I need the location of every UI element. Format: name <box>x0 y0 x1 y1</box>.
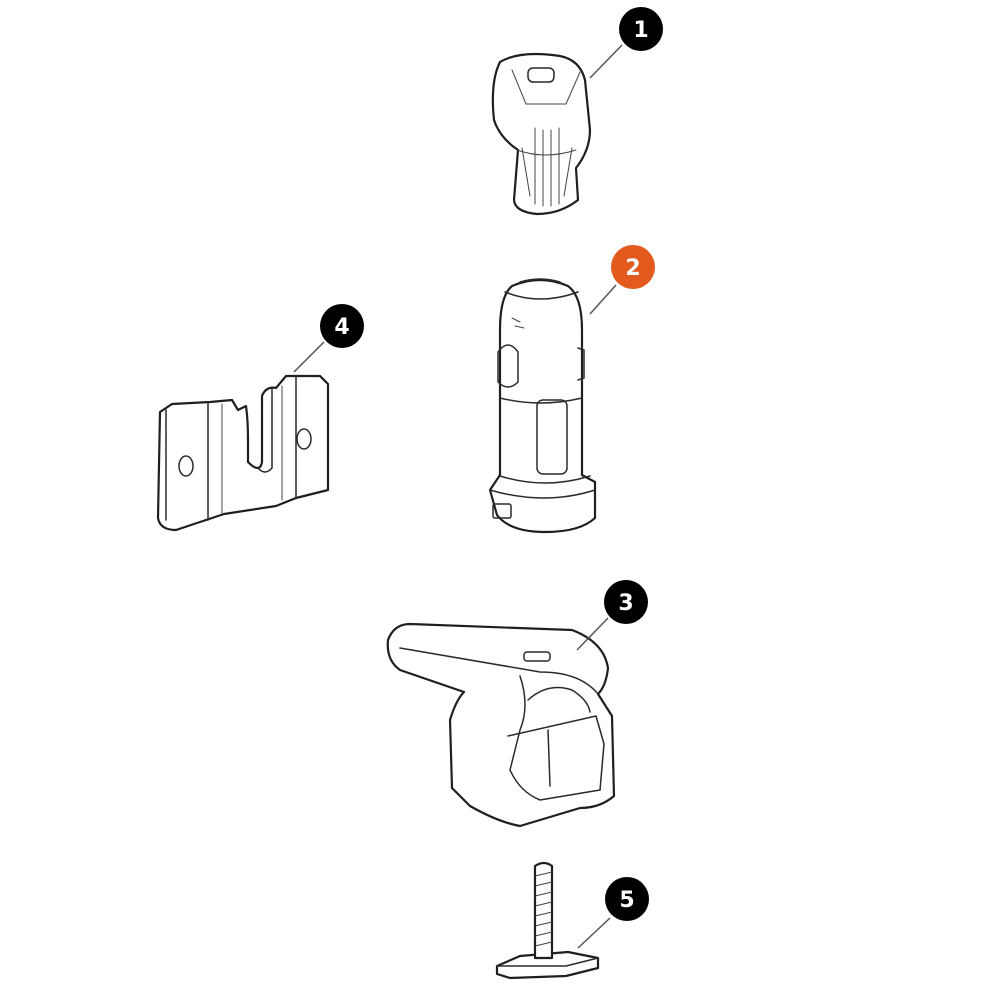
rail-clamp-part <box>386 622 616 828</box>
callout-2-label: 2 <box>625 256 640 281</box>
callout-2-circle <box>611 245 655 289</box>
callout-4-badge: 4 <box>320 304 364 348</box>
callout-3-circle <box>604 580 648 624</box>
leader-line-3 <box>576 617 609 651</box>
leader-line-4 <box>293 341 325 373</box>
callout-5-label: 5 <box>619 888 634 913</box>
callout-1-badge: 1 <box>619 7 663 51</box>
callout-4-circle <box>320 304 364 348</box>
slotted-mounting-plate-part <box>156 374 330 532</box>
lock-cylinder-housing-part <box>488 278 597 534</box>
callout-2-badge: 2 <box>611 245 655 289</box>
leader-line-1 <box>589 44 623 79</box>
callout-5-badge: 5 <box>605 877 649 921</box>
callout-3-label: 3 <box>618 591 633 616</box>
callout-3-badge: 3 <box>604 580 648 624</box>
t-bolt-part <box>495 861 600 980</box>
knob-cap-part <box>491 52 592 216</box>
leader-line-2 <box>589 284 617 315</box>
callout-1-circle <box>619 7 663 51</box>
callout-4-label: 4 <box>334 315 349 340</box>
callout-1-label: 1 <box>633 18 648 43</box>
leader-line-5 <box>577 917 611 949</box>
callout-5-circle <box>605 877 649 921</box>
